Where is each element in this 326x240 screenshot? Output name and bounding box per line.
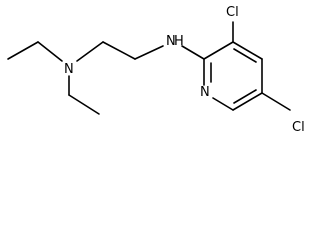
- atom-label-n-amino: N: [166, 34, 176, 49]
- bond-c3-c4-double: [233, 48, 257, 63]
- bond-ch2-n-upper: [37, 41, 63, 62]
- bond-c5-c6: [232, 92, 263, 111]
- bond-c5-cl: [261, 92, 291, 111]
- bond-ch2-ch2: [102, 41, 136, 60]
- structure-diagram: N N H Cl N Cl: [7, 5, 305, 135]
- molecule-svg: N N H Cl N Cl: [7, 5, 305, 135]
- bond-c6-n: [212, 97, 234, 111]
- bond-nh-c2: [181, 45, 205, 60]
- bond-ch3-ch2-upper: [7, 41, 39, 60]
- bond-ch2-nh: [134, 45, 164, 60]
- atom-label-cl-3: Cl: [226, 5, 239, 20]
- atom-label-n-amine: N: [64, 62, 74, 77]
- bond-c3-c4: [232, 41, 263, 60]
- atom-label-n-ring: N: [200, 85, 210, 100]
- atom-label-cl-5: Cl: [292, 120, 305, 135]
- bond-c5-c6-double: [233, 89, 257, 104]
- atom-label-h-amino: H: [174, 34, 184, 49]
- bond-n-ch2: [76, 41, 104, 62]
- bond-c2-c3: [203, 41, 234, 60]
- bond-ch2-ch3-lower: [68, 94, 100, 115]
